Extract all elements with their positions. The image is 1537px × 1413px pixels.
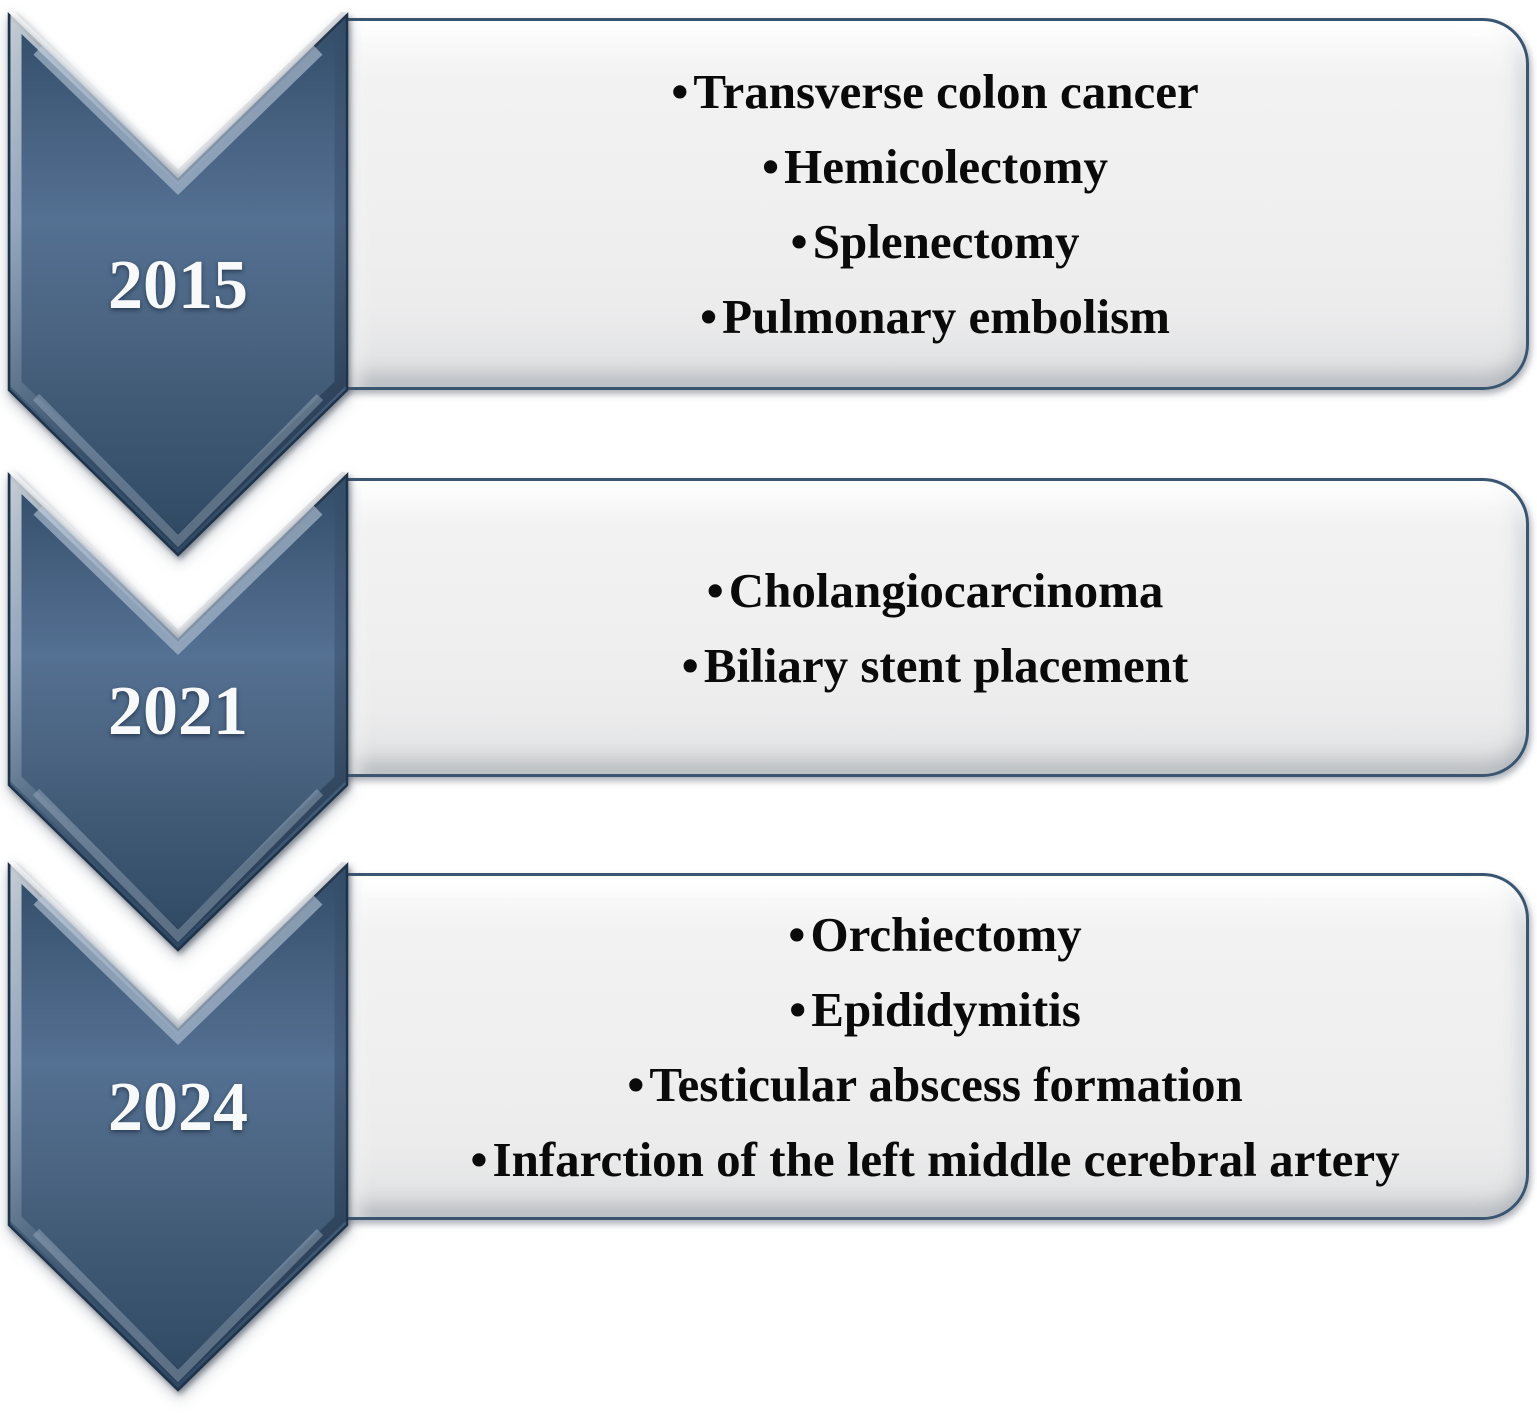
bullet-item-text: Cholangiocarcinoma	[728, 562, 1164, 618]
bullet-item: • Splenectomy	[791, 204, 1080, 279]
chevron-highlight	[33, 505, 323, 656]
bullet-item-text: Pulmonary embolism	[722, 289, 1170, 344]
chevron-tip-highlight	[32, 1228, 324, 1383]
bullet-icon: •	[790, 214, 808, 269]
chevron-tip-highlight	[32, 788, 324, 943]
bullet-item-text: Epididymitis	[811, 981, 1081, 1037]
bullet-item-text: Hemicolectomy	[784, 139, 1108, 194]
bullet-item: • Epididymitis	[789, 972, 1081, 1047]
bullet-item: • Hemicolectomy	[762, 129, 1108, 204]
bullet-icon: •	[789, 981, 807, 1037]
bullet-icon: •	[470, 1131, 488, 1187]
bullet-icon: •	[706, 562, 724, 618]
chevron-arrow-2024	[7, 862, 349, 1392]
bullet-icon: •	[681, 637, 699, 693]
bullet-item: • Pulmonary embolism	[700, 279, 1170, 354]
bullet-item-text: Orchiectomy	[810, 906, 1082, 962]
chevron-tip-highlight	[32, 393, 324, 548]
bullet-icon: •	[788, 906, 806, 962]
chevron-highlight	[33, 45, 323, 196]
year-label-2015: 2015	[108, 247, 248, 324]
event-box-2024: • Orchiectomy • Epididymitis • Testicula…	[341, 873, 1529, 1220]
year-label-2024: 2024	[108, 1069, 248, 1146]
bullet-item-text: Testicular abscess formation	[649, 1056, 1243, 1112]
bullet-icon: •	[700, 289, 718, 344]
bullet-item-text: Biliary stent placement	[703, 637, 1189, 693]
bullet-icon: •	[671, 64, 689, 119]
bullet-icon: •	[762, 139, 780, 194]
bullet-item: • Transverse colon cancer	[671, 54, 1198, 129]
bullet-item: • Cholangiocarcinoma	[707, 553, 1164, 628]
bullet-item: • Infarction of the left middle cerebral…	[470, 1122, 1399, 1197]
event-box-2021: • Cholangiocarcinoma • Biliary stent pla…	[341, 478, 1529, 777]
chevron-arrow-2015	[7, 12, 349, 557]
bullet-item-text: Infarction of the left middle cerebral a…	[492, 1131, 1400, 1187]
bullet-item-text: Transverse colon cancer	[693, 64, 1199, 119]
event-box-2015: • Transverse colon cancer • Hemicolectom…	[341, 18, 1529, 390]
bullet-icon: •	[627, 1056, 645, 1112]
chevron-highlight	[33, 895, 323, 1046]
bullet-item-text: Splenectomy	[812, 214, 1080, 269]
bullet-item: • Orchiectomy	[788, 897, 1081, 972]
bullet-item: • Testicular abscess formation	[627, 1047, 1243, 1122]
chevron-arrow-2021	[7, 472, 349, 952]
year-label-2021: 2021	[108, 673, 248, 750]
bullet-item: • Biliary stent placement	[682, 628, 1189, 703]
